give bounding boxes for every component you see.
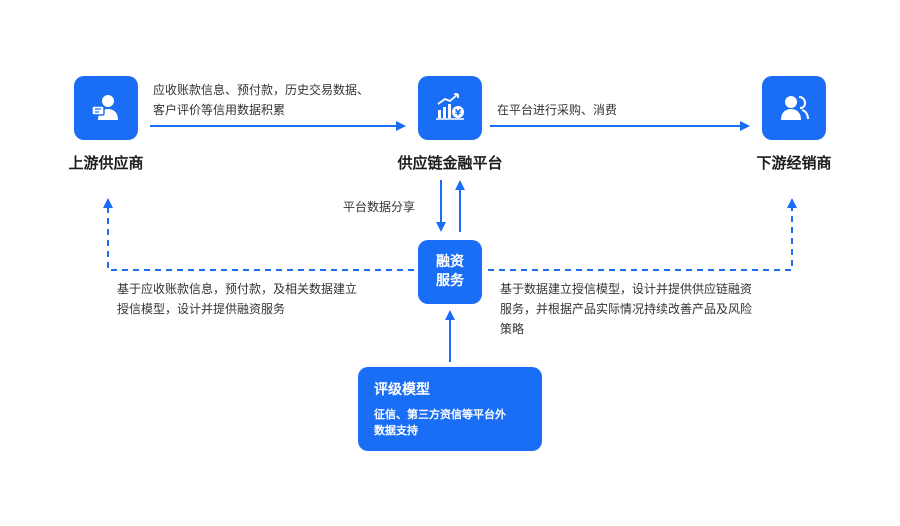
financing-service-box: 融资 服务: [418, 240, 482, 304]
edge-label-line: 授信模型，设计并提供融资服务: [117, 302, 286, 316]
edge-label-finance-to-distributor: 基于数据建立授信模型，设计并提供供应链融资 服务，并根据产品实际情况持续改善产品…: [500, 279, 752, 339]
rating-model-title: 评级模型: [374, 382, 430, 398]
edge-label-line: 基于应收账款信息，预付款，及相关数据建立: [117, 282, 358, 296]
edge-label-supplier-to-platform: 应收账款信息、预付款，历史交易数据、 客户评价等信用数据积累: [153, 80, 369, 120]
rating-model-desc-line1: 征信、第三方资信等平台外: [374, 408, 506, 421]
edge-label-line: 策略: [500, 322, 525, 336]
edge-label-finance-to-supplier: 基于应收账款信息，预付款，及相关数据建立 授信模型，设计并提供融资服务: [117, 279, 357, 319]
rating-model-box: 评级模型 征信、第三方资信等平台外 数据支持: [358, 367, 542, 451]
distributor-node: [762, 76, 826, 140]
financing-label-line2: 服务: [436, 273, 464, 289]
rating-model-desc-line2: 数据支持: [374, 424, 418, 437]
platform-node: ¥: [418, 76, 482, 140]
edge-label-line: 基于数据建立授信模型，设计并提供供应链融资: [500, 282, 753, 296]
supplier-label: 上游供应商: [68, 154, 144, 172]
edge-label-platform-share: 平台数据分享: [343, 200, 416, 214]
edge-label-line: 客户评价等信用数据积累: [153, 103, 286, 117]
distributor-label: 下游经销商: [756, 154, 832, 172]
growth-chart-coin-icon: ¥: [436, 93, 464, 120]
platform-label: 供应链金融平台: [397, 154, 503, 172]
dashed-arrow-finance-to-supplier: [103, 198, 414, 271]
edge-label-line: 服务，并根据产品实际情况持续改善产品及风险: [500, 302, 753, 316]
supplier-node: [74, 76, 138, 140]
user-card-icon: [91, 95, 118, 120]
svg-text:¥: ¥: [455, 109, 462, 119]
users-icon: [781, 96, 809, 120]
edge-label-platform-to-distributor: 在平台进行采购、消费: [497, 103, 618, 117]
dashed-arrow-finance-to-distributor: [488, 198, 797, 271]
edge-label-line: 应收账款信息、预付款，历史交易数据、: [153, 83, 370, 97]
financing-label-line1: 融资: [436, 254, 464, 270]
